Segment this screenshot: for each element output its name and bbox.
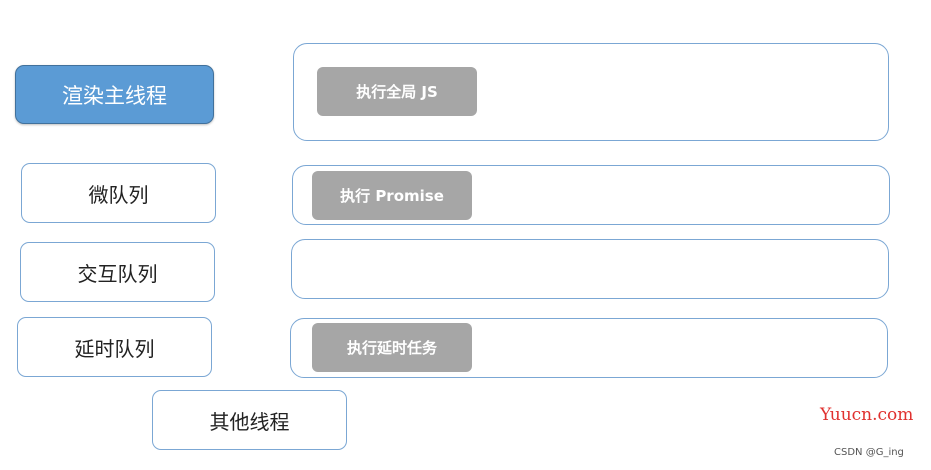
micro-queue-label: 微队列 (21, 163, 216, 223)
other-threads-label: 其他线程 (152, 390, 347, 450)
site-watermark: Yuucn.com (820, 405, 914, 425)
task-global-js: 执行全局 JS (317, 67, 477, 116)
main-thread-lane: 执行全局 JS (293, 43, 889, 141)
interaction-queue-label: 交互队列 (20, 242, 215, 302)
csdn-credit: CSDN @G_ing (834, 447, 904, 458)
render-main-thread-label: 渲染主线程 (15, 65, 214, 124)
task-promise: 执行 Promise (312, 171, 472, 220)
delay-queue-lane: 执行延时任务 (290, 318, 888, 378)
micro-queue-lane: 执行 Promise (292, 165, 890, 225)
delay-queue-label: 延时队列 (17, 317, 212, 377)
task-delay: 执行延时任务 (312, 323, 472, 372)
interaction-queue-lane (291, 239, 889, 299)
